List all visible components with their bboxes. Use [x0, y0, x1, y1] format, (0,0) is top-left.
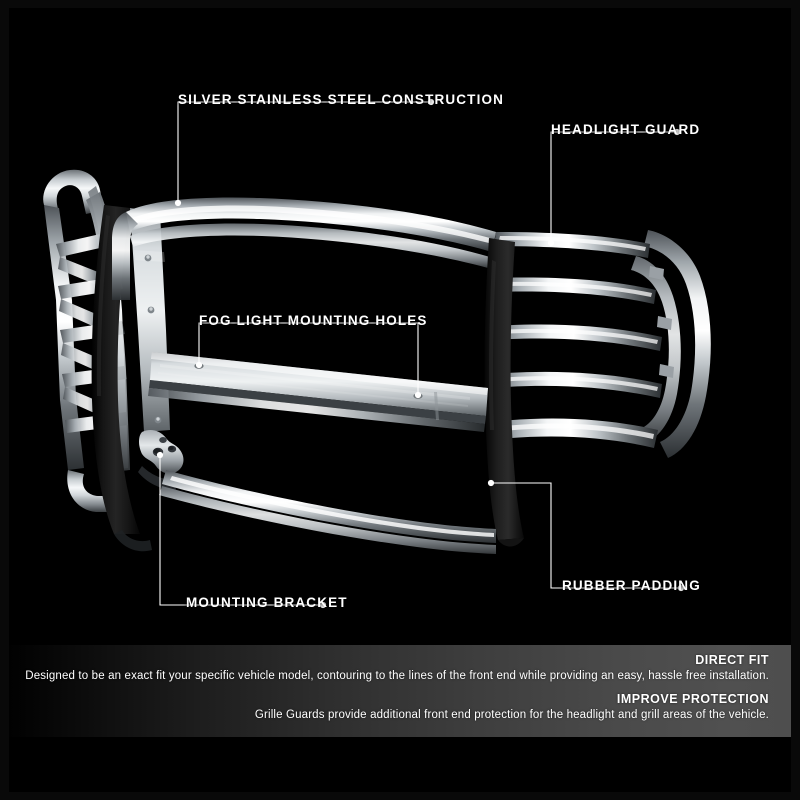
feature-description-improve-protection: Grille Guards provide additional front e…: [254, 709, 769, 722]
center-rubber-padding: [484, 238, 524, 547]
feature-description-direct-fit: Designed to be an exact fit your specifi…: [25, 670, 769, 683]
feature-block-direct-fit: DIRECT FIT Designed to be an exact fit y…: [25, 653, 769, 685]
dot-target-silver-stainless-steel-construction: [174, 199, 182, 207]
dot-headlight-guard: [673, 128, 681, 136]
feature-heading-direct-fit: DIRECT FIT: [695, 653, 769, 667]
lower-left-bracket-foot: [114, 530, 152, 552]
right-headlight-guard: [490, 230, 711, 458]
leader-headlight-guard: [550, 131, 677, 243]
feature-heading-improve-protection: IMPROVE PROTECTION: [616, 692, 769, 706]
leader-fog-light-hole-left: [198, 322, 418, 365]
frame-border-bottom: [0, 792, 800, 800]
feature-block-improve-protection: IMPROVE PROTECTION Grille Guards provide…: [255, 692, 769, 724]
leader-silver-stainless-steel-construction: [177, 101, 431, 203]
left-rubber-padding: [91, 205, 140, 534]
dot-rubber-padding: [677, 584, 685, 592]
dot-target-fog-light-hole-left: [195, 361, 203, 369]
dot-mounting-bracket: [319, 601, 327, 609]
callout-label-mounting-bracket: MOUNTING BRACKET: [186, 595, 348, 610]
callout-label-rubber-padding: RUBBER PADDING: [562, 578, 701, 593]
main-hoop-top-bar: [112, 197, 496, 300]
feature-info-band: DIRECT FIT Designed to be an exact fit y…: [9, 645, 791, 737]
dot-target-fog-light-hole-right: [414, 391, 422, 399]
callout-label-silver-stainless-steel-construction: SILVER STAINLESS STEEL CONSTRUCTION: [178, 92, 505, 107]
dot-target-rubber-padding: [487, 479, 495, 487]
callout-leader-lines: [156, 98, 685, 609]
leader-mounting-bracket: [159, 455, 323, 606]
grille-guard-product-photo: [43, 169, 711, 554]
lower-hoop-bar: [159, 470, 496, 554]
fog-light-mounting-plate: [148, 352, 488, 432]
leader-rubber-padding: [491, 482, 681, 589]
callout-label-fog-light-mounting-holes: FOG LIGHT MOUNTING HOLES: [199, 313, 428, 328]
dot-target-mounting-bracket: [156, 451, 164, 459]
dot-silver-stainless-steel-construction: [427, 98, 435, 106]
callout-label-headlight-guard: HEADLIGHT GUARD: [551, 122, 701, 137]
dot-target-headlight-guard: [547, 239, 555, 247]
